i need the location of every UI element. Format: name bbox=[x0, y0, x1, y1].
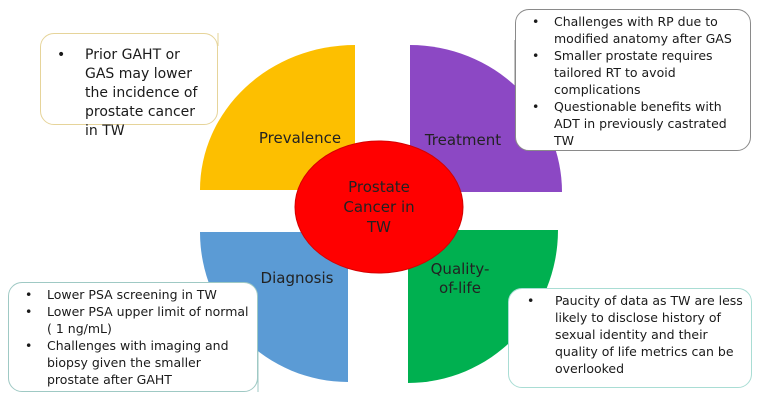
list-item: Lower PSA screening in TW bbox=[17, 286, 251, 303]
segment-diagnosis[interactable] bbox=[200, 232, 348, 382]
center-ellipse[interactable] bbox=[294, 140, 464, 274]
callout-treatment-list: Challenges with RP due to modified anato… bbox=[524, 13, 744, 149]
center-label-line1: Prostate bbox=[348, 178, 410, 196]
callout-quality-of-life: Paucity of data as TW are less likely to… bbox=[508, 288, 752, 388]
segment-label-diagnosis: Diagnosis bbox=[261, 269, 334, 287]
segment-label-quality-line2: of-life bbox=[439, 279, 481, 297]
segment-label-treatment: Treatment bbox=[424, 131, 501, 149]
segment-label-prevalence: Prevalence bbox=[259, 129, 341, 147]
callout-quality-list: Paucity of data as TW are less likely to… bbox=[519, 292, 745, 377]
segment-label-quality-line1: Quality- bbox=[431, 260, 490, 278]
segment-treatment[interactable] bbox=[410, 45, 562, 192]
callout-treatment: Challenges with RP due to modified anato… bbox=[515, 9, 751, 151]
list-item: Lower PSA upper limit of normal ( 1 ng/m… bbox=[17, 303, 251, 337]
segment-quality-of-life[interactable] bbox=[408, 230, 558, 383]
segment-prevalence[interactable] bbox=[200, 45, 355, 190]
list-item: Prior GAHT or GAS may lower the incidenc… bbox=[49, 46, 209, 141]
center-label-line2: Cancer in bbox=[343, 198, 414, 216]
callout-diagnosis: Lower PSA screening in TW Lower PSA uppe… bbox=[8, 282, 258, 392]
list-item: Smaller prostate requires tailored RT to… bbox=[524, 47, 744, 98]
list-item: Challenges with RP due to modified anato… bbox=[524, 13, 744, 47]
center-label-line3: TW bbox=[366, 218, 391, 236]
callout-diagnosis-list: Lower PSA screening in TW Lower PSA uppe… bbox=[17, 286, 251, 388]
list-item: Challenges with imaging and biopsy given… bbox=[17, 337, 251, 388]
callout-prevalence: Prior GAHT or GAS may lower the incidenc… bbox=[40, 33, 218, 139]
list-item: Questionable benefits with ADT in previo… bbox=[524, 98, 744, 149]
callout-prevalence-list: Prior GAHT or GAS may lower the incidenc… bbox=[49, 46, 209, 141]
list-item: Paucity of data as TW are less likely to… bbox=[519, 292, 745, 377]
